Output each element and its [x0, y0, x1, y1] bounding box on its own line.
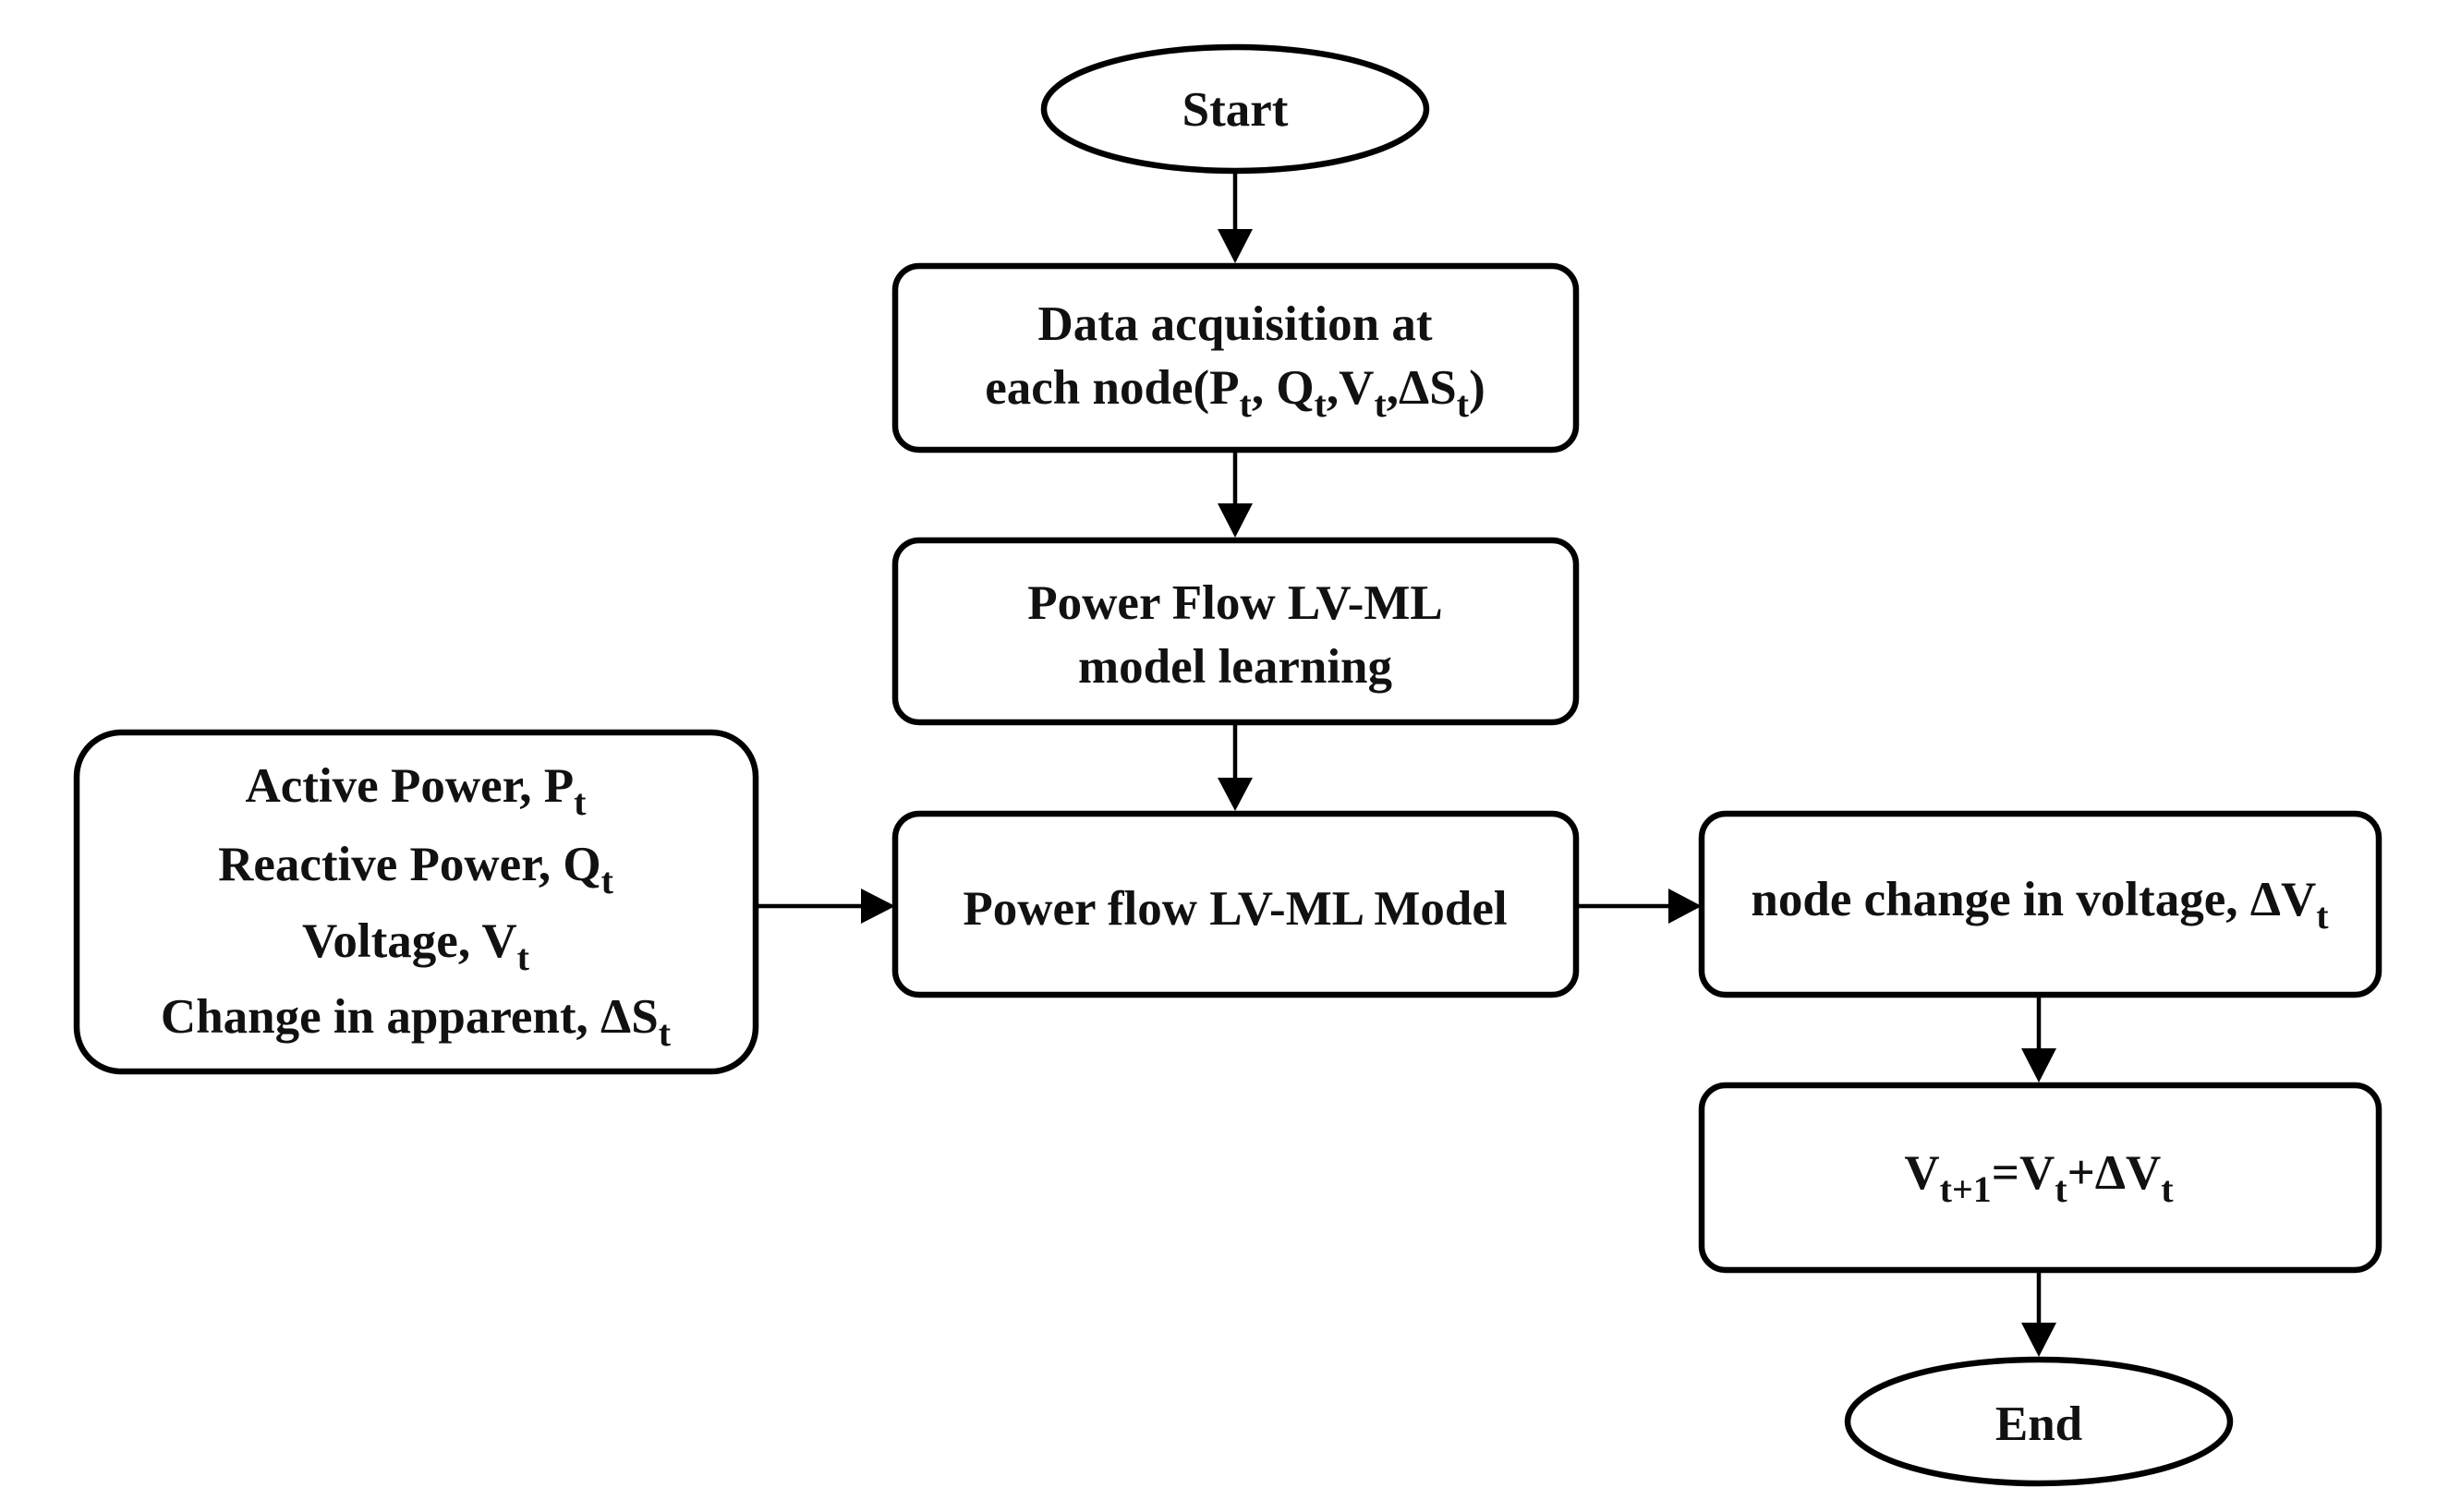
node-start: Start — [1040, 43, 1430, 175]
node-data-acquisition: Data acquisition at each node(Pt, Qt,Vt,… — [891, 262, 1580, 454]
input-apparent-sub: t — [659, 1012, 672, 1054]
model-learning-line2: model learning — [1078, 640, 1392, 694]
input-voltage-sub: t — [517, 937, 530, 978]
update-sub3: t — [2161, 1168, 2174, 1210]
model-label: Power flow LV-ML Model — [963, 882, 1507, 936]
voltage-change-sub: t — [2316, 895, 2329, 937]
data-acquisition-box — [891, 262, 1580, 454]
node-model-learning: Power Flow LV-ML model learning — [891, 537, 1580, 726]
arrowhead-data-acquisition — [1218, 229, 1253, 263]
inputs-box — [73, 729, 759, 1075]
model-box — [891, 810, 1580, 998]
node-update: Vt+1=Vt+ΔVt — [1698, 1082, 2382, 1274]
update-sub2: t — [2055, 1168, 2067, 1210]
voltage-change-box — [1698, 810, 2382, 998]
end-label: End — [1995, 1397, 2082, 1451]
input-apparent-text: Change in apparent, ΔS — [161, 990, 659, 1044]
input-active-text: Active Power, P — [246, 759, 575, 813]
node-model: Power flow LV-ML Model — [891, 810, 1580, 998]
update-box — [1698, 1082, 2382, 1274]
voltage-change-text: node change in voltage, ΔV — [1751, 873, 2316, 926]
data-acquisition-line1: Data acquisition at — [1038, 297, 1433, 351]
arrowhead-update — [2021, 1048, 2056, 1083]
input-apparent: Change in apparent, ΔSt — [161, 990, 672, 1054]
input-reactive-power: Reactive Power, Qt — [218, 838, 614, 901]
da-sub4: t — [1457, 383, 1470, 425]
input-reactive-sub: t — [601, 860, 614, 901]
arrowhead-model-learning — [1218, 503, 1253, 538]
update-equation: Vt+1=Vt+ΔVt — [1904, 1146, 2174, 1210]
update-mid: =V — [1992, 1146, 2055, 1200]
da-mid2: ,V — [1327, 361, 1375, 415]
arrowhead-voltage-change — [1668, 889, 1702, 924]
data-acquisition-line2: each node(Pt, Qt,Vt,ΔSt) — [985, 361, 1485, 425]
input-active-sub: t — [574, 781, 587, 823]
model-learning-box — [891, 537, 1580, 726]
da-mid3: ,ΔS — [1387, 361, 1457, 415]
node-end: End — [1844, 1356, 2234, 1487]
input-voltage: Voltage, Vt — [302, 914, 530, 978]
end-terminal-shape — [1844, 1356, 2234, 1487]
start-label: Start — [1182, 83, 1289, 137]
node-inputs: Active Power, Pt Reactive Power, Qt Volt… — [73, 729, 759, 1075]
da-mid1: , Q — [1252, 361, 1315, 415]
node-voltage-change: node change in voltage, ΔVt — [1698, 810, 2382, 998]
da-sub1: t — [1240, 383, 1253, 425]
arrowhead-end — [2021, 1323, 2056, 1357]
voltage-change-label: node change in voltage, ΔVt — [1751, 873, 2329, 937]
model-learning-line1: Power Flow LV-ML — [1027, 576, 1442, 630]
da-sub2: t — [1315, 383, 1328, 425]
input-reactive-text: Reactive Power, Q — [218, 838, 601, 891]
da-sub3: t — [1374, 383, 1387, 425]
start-terminal-shape — [1040, 43, 1430, 175]
update-mid2: +ΔV — [2067, 1146, 2162, 1200]
input-active-power: Active Power, Pt — [246, 759, 588, 823]
da-prefix: each node(P — [985, 361, 1239, 415]
update-v1: V — [1904, 1146, 1939, 1200]
arrowhead-model-from-learning — [1218, 778, 1253, 811]
da-suffix: ) — [1469, 361, 1485, 415]
edges — [756, 174, 2056, 1357]
input-voltage-text: Voltage, V — [302, 914, 517, 968]
arrowhead-model-from-inputs — [861, 889, 895, 924]
update-sub1: t+1 — [1940, 1168, 1992, 1210]
